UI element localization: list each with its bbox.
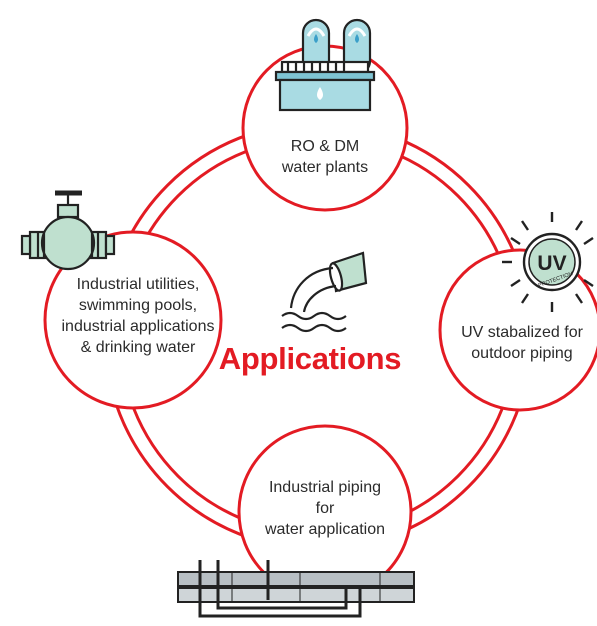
- node-left-label: Industrial utilities, swimming pools, in…: [48, 274, 228, 358]
- node-top-label: RO & DM water plants: [250, 136, 400, 178]
- page-title: Applications: [218, 341, 402, 376]
- node-bottom-line: for: [315, 500, 335, 517]
- water-treatment-plant-icon: [274, 18, 376, 112]
- node-top-line: water plants: [281, 159, 369, 176]
- node-bottom-line: Industrial piping: [268, 479, 382, 496]
- node-top-line: RO & DM: [290, 138, 360, 155]
- uv-protection-icon: [502, 212, 594, 312]
- uv-badge-text: UV: [537, 252, 566, 275]
- node-bottom-label: Industrial piping for water application: [240, 477, 410, 540]
- node-left-line: Industrial utilities,: [76, 276, 200, 293]
- node-left-line: & drinking water: [80, 339, 196, 356]
- pipe-valve-icon: [20, 190, 116, 271]
- node-left-line: swimming pools,: [78, 297, 198, 314]
- node-left-line: industrial applications: [61, 318, 215, 335]
- node-bottom-line: water application: [264, 521, 386, 538]
- node-right-line: outdoor piping: [471, 345, 573, 362]
- node-right-label: UV stabalized for outdoor piping: [452, 322, 592, 364]
- industrial-pipes-icon: [177, 560, 415, 618]
- node-circle-left: [43, 230, 223, 410]
- node-right-line: UV stabalized for: [461, 324, 583, 341]
- water-outflow-icon: [281, 251, 368, 333]
